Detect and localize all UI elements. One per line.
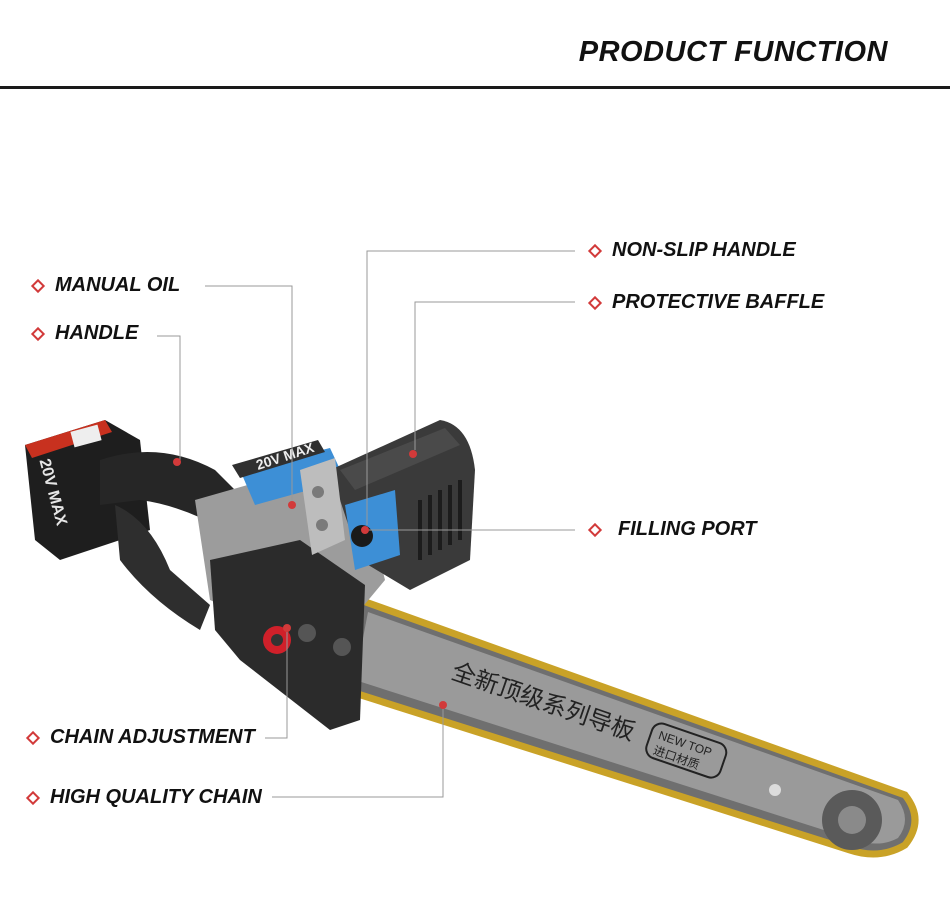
callout-label: MANUAL OIL (55, 274, 181, 296)
page-title: PRODUCT FUNCTION (578, 36, 888, 68)
callout-markers (173, 450, 447, 709)
diamond-bullet-icon (587, 295, 603, 310)
diamond-bullet-icon (30, 278, 46, 293)
callout-high-quality-chain: HIGH QUALITY CHAIN (25, 786, 262, 809)
callout-label: FILLING PORT (618, 518, 757, 540)
callout-protective-baffle: PROTECTIVE BAFFLE (587, 291, 825, 314)
callout-label: HIGH QUALITY CHAIN (50, 786, 262, 808)
callout-handle: HANDLE (30, 322, 139, 345)
header-divider (0, 86, 950, 89)
protective-baffle-shape (300, 420, 475, 590)
diamond-bullet-icon (25, 790, 41, 805)
callout-non-slip-handle: NON-SLIP HANDLE (587, 239, 796, 262)
guide-bar (341, 595, 919, 858)
diamond-bullet-icon (30, 326, 46, 341)
callout-label: NON-SLIP HANDLE (612, 239, 796, 261)
callout-chain-adjustment: CHAIN ADJUSTMENT (25, 726, 255, 749)
callout-label: CHAIN ADJUSTMENT (50, 726, 255, 748)
callout-label: HANDLE (55, 322, 139, 344)
leader-lines (157, 250, 575, 798)
diamond-bullet-icon (587, 522, 603, 537)
diamond-bullet-icon (25, 730, 41, 745)
callout-label: PROTECTIVE BAFFLE (612, 291, 825, 313)
callout-manual-oil: MANUAL OIL (30, 274, 181, 297)
diamond-bullet-icon (587, 243, 603, 258)
callout-filling-port: FILLING PORT (587, 518, 757, 541)
